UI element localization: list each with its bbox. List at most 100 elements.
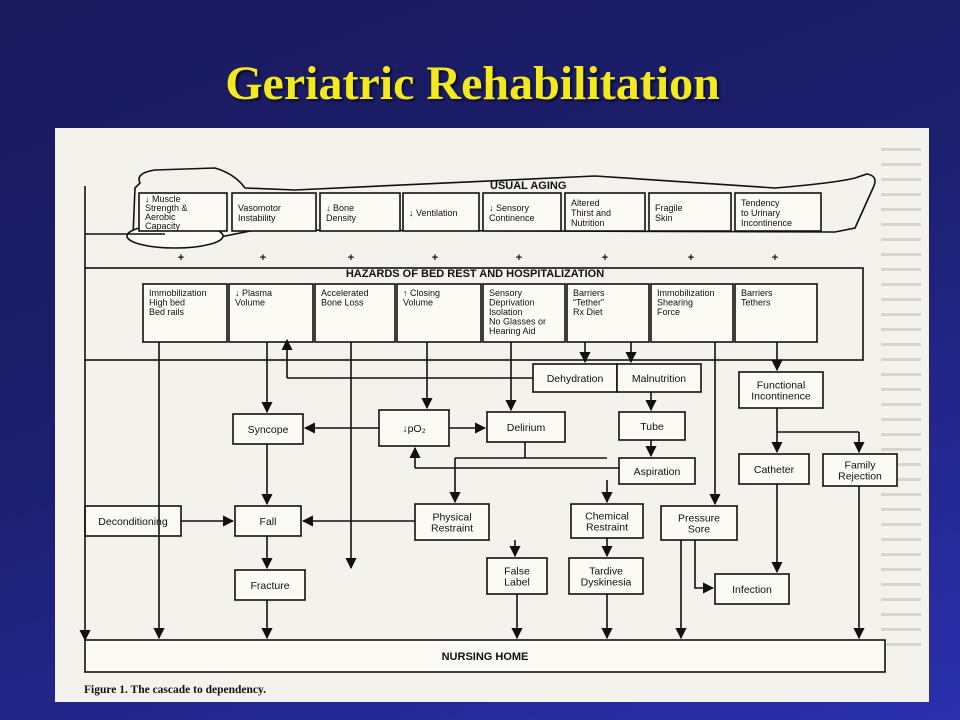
- hazard-box-8-line-1: Barriers: [741, 288, 773, 298]
- hazard-box-4-line-2: Volume: [403, 298, 433, 308]
- aging-box-2-line-1: Vasomotor: [238, 203, 281, 213]
- node-fall-line-1: Fall: [260, 516, 277, 528]
- node-infection-line-1: Infection: [732, 584, 772, 596]
- noise-mark: [881, 553, 921, 556]
- noise-mark: [881, 238, 921, 241]
- aging-box-6-line-1: Altered: [571, 198, 600, 208]
- aging-box-6-line-2: Thirst and: [571, 208, 611, 218]
- noise-mark: [881, 163, 921, 166]
- hazard-box-5-line-3: Isolation: [489, 307, 523, 317]
- hazard-box-5-line-4: No Glasses or: [489, 317, 546, 327]
- hazards-row: HAZARDS OF BED REST AND HOSPITALIZATION I…: [84, 234, 864, 361]
- aging-box-6-line-3: Nutrition: [571, 218, 605, 228]
- node-tube: Tube: [618, 411, 686, 441]
- aging-box-7-line-2: Skin: [655, 213, 673, 223]
- aging-box-7-line-1: Fragile: [655, 203, 683, 213]
- node-fall: Fall: [234, 505, 302, 537]
- hazards-frame: [84, 267, 864, 361]
- aging-box-3-line-2: Density: [326, 213, 357, 223]
- noise-mark: [881, 448, 921, 451]
- aging-box-8-line-2: to Urinary: [741, 208, 781, 218]
- noise-mark: [881, 508, 921, 511]
- noise-mark: [881, 178, 921, 181]
- noise-mark: [881, 298, 921, 301]
- line-delirium-split: [455, 442, 526, 459]
- aging-box-4: ↓ Ventilation: [402, 192, 480, 232]
- aging-box-8-line-1: Tendency: [741, 198, 780, 208]
- noise-mark: [881, 418, 921, 421]
- node-functional-incontinence-line-2: Incontinence: [751, 391, 811, 403]
- noise-mark: [881, 358, 921, 361]
- hazard-box-7-line-1: Immobilization: [657, 288, 715, 298]
- node-delirium-line-1: Delirium: [507, 422, 546, 434]
- node-physical-restraint-line-2: Restraint: [431, 523, 473, 535]
- node-chemical-restraint-line-2: Restraint: [586, 522, 628, 534]
- node-syncope-line-1: Syncope: [248, 424, 289, 436]
- hazard-box-6-line-3: Rx Diet: [573, 307, 603, 317]
- hazard-box-7-line-2: Shearing: [657, 298, 693, 308]
- noise-mark: [881, 493, 921, 496]
- hazard-box-2-line-2: Volume: [235, 298, 265, 308]
- node-dehydration: Dehydration: [532, 363, 618, 393]
- noise-mark: [881, 223, 921, 226]
- noise-mark: [881, 613, 921, 616]
- plus-sign-7: +: [688, 252, 694, 264]
- aging-box-1-line-2: Strength &: [145, 203, 188, 213]
- hazard-box-4-line-1: ↑ Closing: [403, 288, 440, 298]
- hazard-box-6-line-1: Barriers: [573, 288, 605, 298]
- noise-mark: [881, 628, 921, 631]
- aging-box-2-line-2: Instability: [238, 213, 276, 223]
- aging-box-1-line-3: Aerobic: [145, 212, 176, 222]
- node-physical-restraint-line-1: Physical: [432, 512, 471, 524]
- node-infection: Infection: [714, 573, 790, 605]
- background-text-noise: [881, 148, 921, 646]
- plus-sign-5: +: [516, 252, 522, 264]
- node-pressure-sore-line-2: Sore: [688, 524, 710, 536]
- nursing-home-box: NURSING HOME: [84, 639, 886, 673]
- node-family-rejection-line-1: Family: [845, 460, 877, 472]
- noise-mark: [881, 433, 921, 436]
- hazard-box-3-line-1: Accelerated: [321, 288, 369, 298]
- noise-mark: [881, 373, 921, 376]
- node-tube-line-1: Tube: [640, 421, 664, 433]
- node-dehydration-line-1: Dehydration: [547, 373, 604, 385]
- node-false-label-line-1: False: [504, 566, 530, 578]
- hazard-box-7-line-3: Force: [657, 307, 680, 317]
- hazard-box-5-line-2: Deprivation: [489, 298, 535, 308]
- noise-mark: [881, 283, 921, 286]
- node-deconditioning: Deconditioning: [84, 505, 182, 537]
- figure-caption: Figure 1. The cascade to dependency.: [84, 684, 266, 696]
- hazard-box-5-line-5: Hearing Aid: [489, 326, 536, 336]
- aging-box-5-line-2: Continence: [489, 213, 535, 223]
- hazard-box-2-line-1: ↓ Plasma: [235, 288, 272, 298]
- node-malnutrition: Malnutrition: [616, 363, 702, 393]
- hazard-box-1-line-2: High bed: [149, 298, 185, 308]
- noise-mark: [881, 478, 921, 481]
- node-catheter: Catheter: [738, 453, 810, 485]
- node-functional-incontinence-line-1: Functional: [757, 380, 805, 392]
- node-syncope: Syncope: [232, 413, 304, 445]
- usual-aging-label: USUAL AGING: [490, 180, 566, 192]
- plus-sign-3: +: [348, 252, 354, 264]
- hazard-box-6-line-2: “Tether”: [573, 298, 604, 308]
- hazards-label: HAZARDS OF BED REST AND HOSPITALIZATION: [346, 268, 604, 280]
- plus-sign-6: +: [602, 252, 608, 264]
- node-tardive-dyskinesia-line-2: Dyskinesia: [581, 577, 632, 589]
